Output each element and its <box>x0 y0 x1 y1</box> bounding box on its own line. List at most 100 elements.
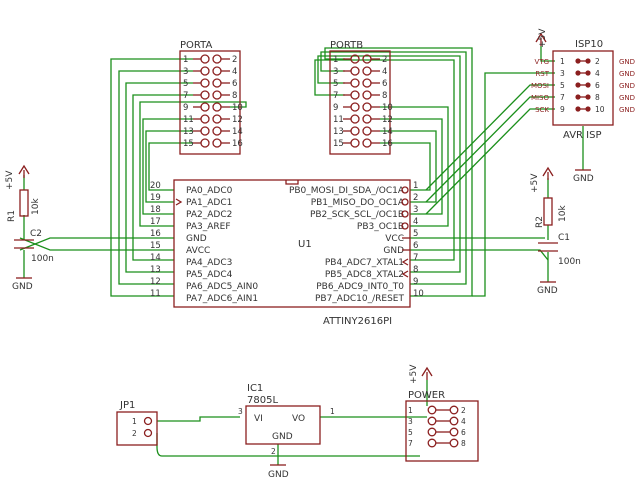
u1-pin-number: 8 <box>413 265 418 275</box>
pin-pad[interactable] <box>200 78 210 88</box>
power-pin-pad[interactable] <box>427 427 437 437</box>
pin-pad[interactable] <box>350 126 360 136</box>
isp-pin-pad[interactable] <box>575 58 581 64</box>
pin-number: 10 <box>232 103 243 113</box>
u1-value: ATTINY2616PI <box>323 316 392 327</box>
isp-pin-pad[interactable] <box>575 106 581 112</box>
pin-pad[interactable] <box>350 102 360 112</box>
isp-pin-number: 4 <box>595 69 600 78</box>
pin-pad[interactable] <box>212 114 222 124</box>
isp-pin-pad[interactable] <box>585 58 591 64</box>
pin-pad[interactable] <box>362 102 372 112</box>
pin-pad[interactable] <box>350 114 360 124</box>
r2-resistor[interactable]: +5V R2 10k <box>530 166 568 228</box>
pin-pad[interactable] <box>200 102 210 112</box>
pin-pad[interactable] <box>362 114 372 124</box>
ic1-name: IC1 <box>247 383 263 394</box>
u1-pin-number: 9 <box>413 277 418 287</box>
pin-pad[interactable] <box>212 54 222 64</box>
pin-pad[interactable] <box>362 90 372 100</box>
pin-number: 3 <box>183 67 188 77</box>
isp-pin-pad[interactable] <box>585 82 591 88</box>
u1-pin-label: PA1_ADC1 <box>186 198 232 208</box>
power-pin-pad[interactable] <box>427 438 437 448</box>
isp-pin-pad[interactable] <box>575 70 581 76</box>
c1-gnd-label: GND <box>537 286 558 296</box>
jp1-pin-1-num: 1 <box>132 417 137 426</box>
isp-pin-pad[interactable] <box>585 70 591 76</box>
ic1-body <box>245 405 321 445</box>
c1-name: C1 <box>558 233 570 243</box>
pin-pad[interactable] <box>200 66 210 76</box>
pin-pad[interactable] <box>362 54 372 64</box>
isp-gnd-pin-label: GND <box>619 106 635 114</box>
power-pin-pad[interactable] <box>427 405 437 415</box>
c1-capacitor[interactable]: C1 100n GND <box>537 233 581 296</box>
pin-number: 10 <box>382 103 393 113</box>
pin-pad[interactable] <box>350 138 360 148</box>
u1-pin-number: 12 <box>150 277 161 287</box>
jp1-jumper[interactable]: JP1 1 2 <box>116 400 158 446</box>
power-pin-pad[interactable] <box>427 416 437 426</box>
power-name: POWER <box>408 390 445 401</box>
pin-pad[interactable] <box>200 54 210 64</box>
pin-pad[interactable] <box>212 78 222 88</box>
c2-capacitor[interactable]: C2 100n GND <box>12 229 54 292</box>
pin-pad[interactable] <box>350 66 360 76</box>
pin-pad[interactable] <box>350 54 360 64</box>
pin-pad[interactable] <box>362 78 372 88</box>
ic1-regulator[interactable]: IC1 7805L VI VO GND 3 1 2 GND <box>238 383 335 480</box>
pin-number: 7 <box>183 91 188 101</box>
pin-pad[interactable] <box>362 138 372 148</box>
pin-pad[interactable] <box>212 102 222 112</box>
power-pin-number: 7 <box>408 439 413 448</box>
pin-number: 7 <box>333 91 338 101</box>
power-pin-pad[interactable] <box>449 427 459 437</box>
isp-signal-label: SCK <box>535 106 549 114</box>
u1-pin-number: 7 <box>413 253 418 263</box>
u1-pin-number: 10 <box>413 289 424 299</box>
u1-pin-bubble <box>401 222 409 230</box>
pin-number: 15 <box>333 139 344 149</box>
pin-pad[interactable] <box>350 90 360 100</box>
pin-pad[interactable] <box>200 126 210 136</box>
u1-pin-number: 5 <box>413 229 418 239</box>
isp-pin-pad[interactable] <box>585 106 591 112</box>
pin-pad[interactable] <box>212 126 222 136</box>
pin-pad[interactable] <box>212 90 222 100</box>
power-pin-pad[interactable] <box>449 438 459 448</box>
ic1-pin-vi-num: 3 <box>238 407 243 416</box>
pin-number: 16 <box>232 139 243 149</box>
pin-pad[interactable] <box>212 66 222 76</box>
isp-pin-number: 2 <box>595 57 600 66</box>
isp-pin-pad[interactable] <box>575 94 581 100</box>
pin-pad[interactable] <box>212 138 222 148</box>
power-pin-pad[interactable] <box>449 405 459 415</box>
pin-pad[interactable] <box>200 90 210 100</box>
pin-pad[interactable] <box>362 66 372 76</box>
isp-pin-number: 8 <box>595 93 600 102</box>
u1-pin-number: 13 <box>150 265 161 275</box>
pin-pad[interactable] <box>350 78 360 88</box>
isp-pin-pad[interactable] <box>575 82 581 88</box>
power-pin-pad[interactable] <box>449 416 459 426</box>
pin-pad[interactable] <box>200 138 210 148</box>
pin-pad[interactable] <box>362 126 372 136</box>
isp-name: ISP10 <box>575 39 603 50</box>
c2-name: C2 <box>30 229 42 239</box>
isp-signal-label: MISO <box>531 94 550 102</box>
isp-pin-pad[interactable] <box>585 94 591 100</box>
pin-pad[interactable] <box>200 114 210 124</box>
r1-resistor[interactable]: +5V R1 10k <box>5 164 41 222</box>
u1-pin-label: PA6_ADC5_AIN0 <box>186 282 258 292</box>
u1-pin-label: PB5_ADC8_XTAL2 <box>325 270 404 280</box>
u1-pin-number: 15 <box>150 241 161 251</box>
